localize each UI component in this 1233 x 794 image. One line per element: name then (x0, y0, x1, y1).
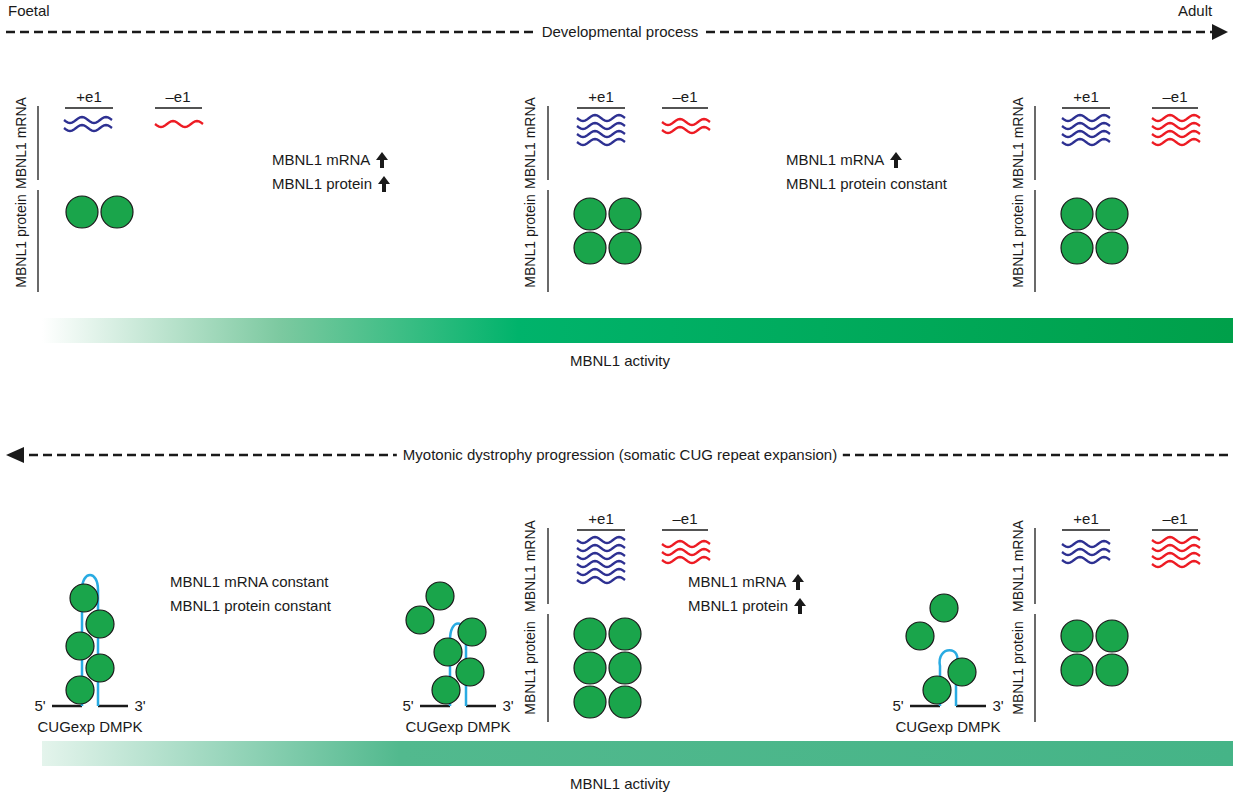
text-label: MBNL1 protein (1009, 194, 1027, 287)
mrna-waves (64, 115, 1200, 583)
text-label: 5' (402, 697, 413, 715)
mrna-wave (662, 127, 710, 133)
mrna-wave (577, 123, 625, 129)
mrna-wave (577, 115, 625, 121)
text-label: MBNL1 mRNA (12, 97, 30, 189)
mrna-wave (1152, 545, 1200, 551)
text-label: MBNL1 protein (688, 597, 788, 615)
increase-arrow (376, 152, 388, 168)
mrna-wave (1152, 561, 1200, 567)
text-label: MBNL1 protein (521, 194, 539, 287)
text-label: CUGexp DMPK (405, 718, 510, 736)
mrna-wave (1152, 537, 1200, 543)
text-label: –e1 (1162, 88, 1187, 106)
text-label: –e1 (1162, 510, 1187, 528)
text-label: +e1 (76, 88, 101, 106)
text-label: MBNL1 mRNA (1009, 520, 1027, 612)
text-label: MBNL1 protein (1009, 621, 1027, 714)
mrna-wave (577, 561, 625, 567)
text-label: 5' (892, 697, 903, 715)
mrna-wave (1062, 549, 1110, 555)
mrna-wave (1062, 123, 1110, 129)
text-label: MBNL1 protein (272, 175, 372, 193)
text-label: +e1 (1073, 510, 1098, 528)
arrow-head (6, 447, 24, 463)
mrna-wave (662, 541, 710, 547)
text-label: MBNL1 mRNA (1009, 97, 1027, 189)
arrow-head (1212, 24, 1228, 40)
mrna-wave (577, 545, 625, 551)
text-label: MBNL1 activity (570, 352, 670, 370)
mrna-wave (1062, 115, 1110, 121)
increase-arrow (378, 176, 390, 192)
cugexp-hairpins (52, 575, 986, 706)
mrna-wave (577, 537, 625, 543)
text-label: 3' (992, 697, 1003, 715)
mrna-wave (1152, 115, 1200, 121)
text-label: 5' (34, 697, 45, 715)
mrna-wave (155, 121, 203, 127)
mrna-wave (1152, 131, 1200, 137)
mrna-wave (577, 569, 625, 575)
text-label: Developmental process (536, 23, 705, 41)
text-label: CUGexp DMPK (37, 718, 142, 736)
mbnl1-proteins (66, 196, 1128, 718)
brackets (38, 106, 1198, 722)
mrna-wave (577, 139, 625, 145)
increase-arrow (792, 574, 804, 590)
text-label: 3' (502, 697, 513, 715)
text-label: MBNL1 protein (521, 621, 539, 714)
mrna-wave (1062, 541, 1110, 547)
mrna-wave (1152, 123, 1200, 129)
text-label: MBNL1 mRNA constant (170, 573, 328, 591)
text-label: MBNL1 protein constant (170, 597, 331, 615)
text-label: –e1 (672, 510, 697, 528)
text-label: –e1 (165, 88, 190, 106)
text-label: MBNL1 protein (12, 194, 30, 287)
mrna-wave (662, 119, 710, 125)
text-label: MBNL1 protein constant (786, 175, 947, 193)
activity-bar (42, 741, 1233, 766)
text-label: Adult (1178, 2, 1212, 20)
text-label: CUGexp DMPK (895, 718, 1000, 736)
mrna-wave (1152, 139, 1200, 145)
activity-bar (42, 318, 1233, 343)
text-label: MBNL1 mRNA (786, 151, 884, 169)
increase-arrow (794, 598, 806, 614)
text-label: MBNL1 mRNA (521, 97, 539, 189)
mrna-wave (64, 125, 112, 131)
text-label: MBNL1 activity (570, 775, 670, 793)
mrna-wave (64, 117, 112, 123)
timeline-arrows (6, 32, 1228, 455)
text-label: MBNL1 mRNA (272, 151, 370, 169)
mrna-wave (662, 557, 710, 563)
text-label: –e1 (672, 88, 697, 106)
text-label: MBNL1 mRNA (688, 573, 786, 591)
text-label: +e1 (588, 88, 613, 106)
mrna-wave (1062, 557, 1110, 563)
mrna-wave (577, 577, 625, 583)
text-label: Myotonic dystrophy progression (somatic … (397, 446, 843, 464)
mrna-wave (577, 553, 625, 559)
mrna-wave (1062, 131, 1110, 137)
text-label: +e1 (1073, 88, 1098, 106)
text-label: MBNL1 mRNA (521, 520, 539, 612)
text-label: 3' (134, 697, 145, 715)
text-label: +e1 (588, 510, 613, 528)
mrna-wave (577, 131, 625, 137)
mrna-wave (1152, 553, 1200, 559)
text-label: Foetal (8, 2, 50, 20)
increase-arrow (890, 152, 902, 168)
mrna-wave (1062, 139, 1110, 145)
mrna-wave (662, 549, 710, 555)
